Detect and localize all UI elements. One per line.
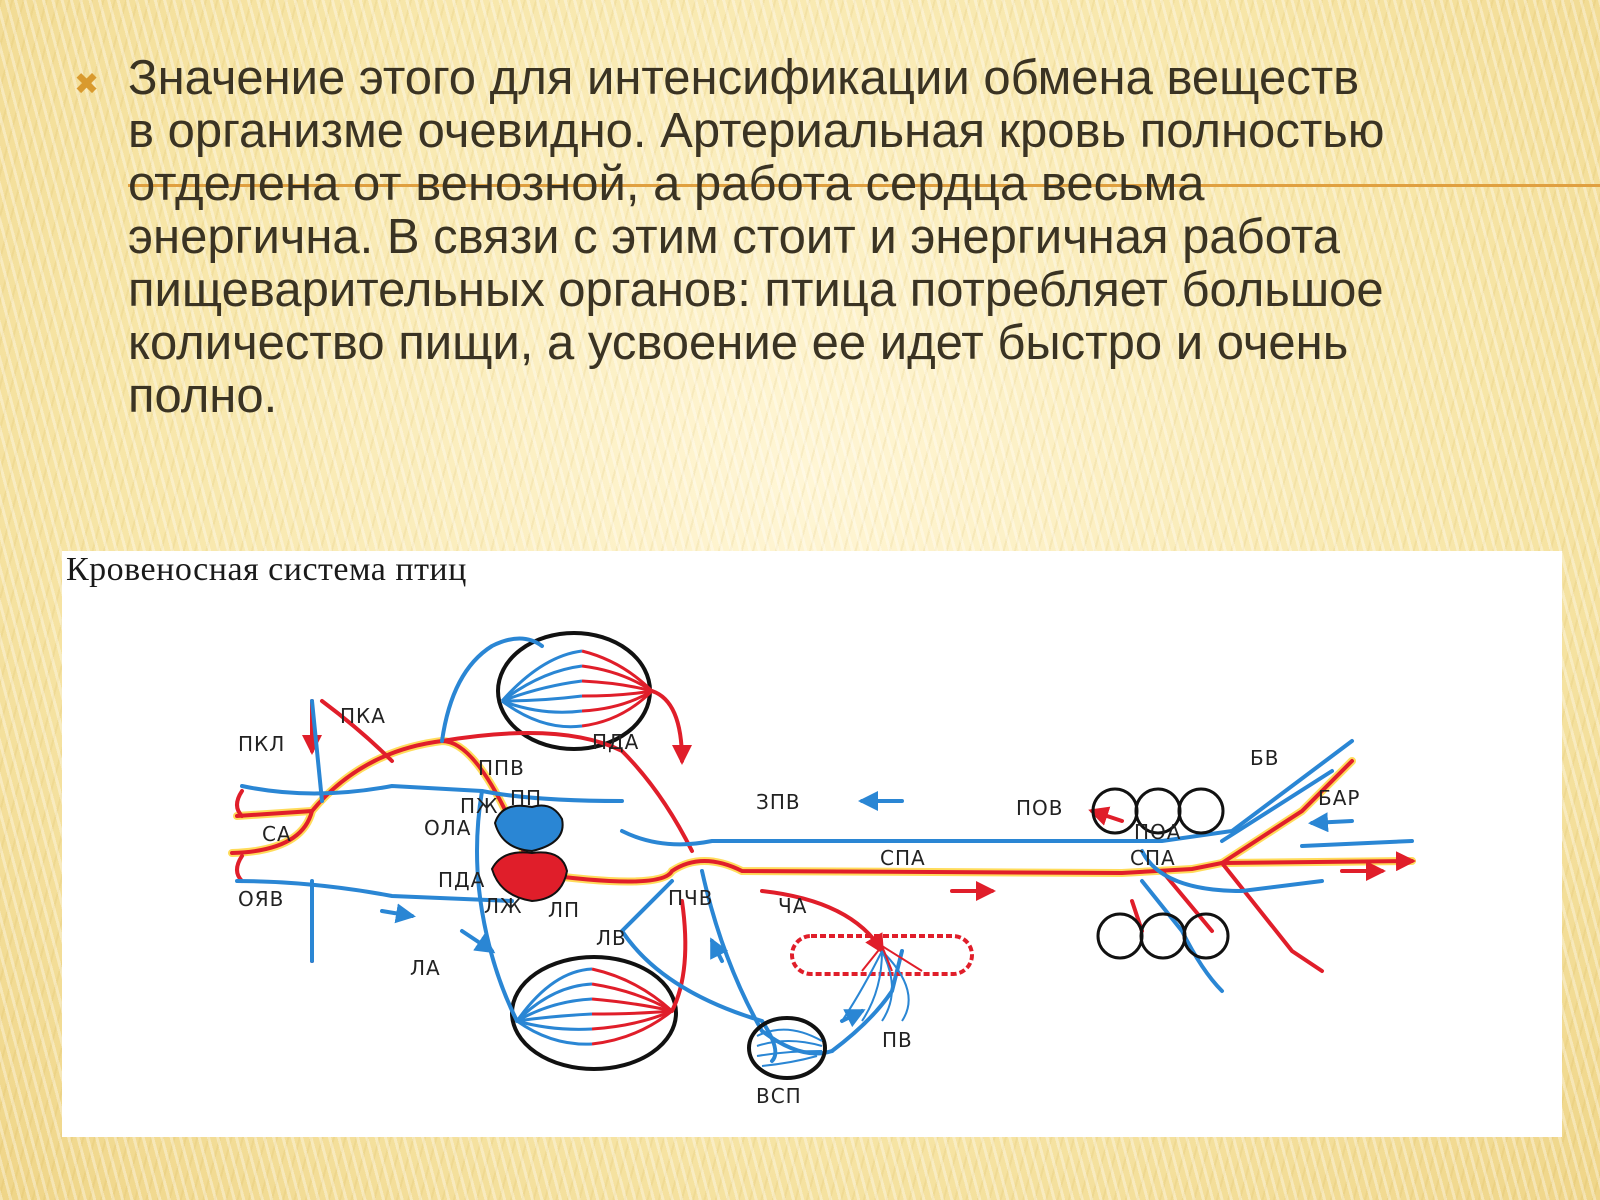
label-spa-right: СПА [1130, 846, 1176, 870]
label-pov: ПОВ [1016, 796, 1064, 820]
label-bv: БВ [1250, 746, 1279, 770]
label-la: ЛА [410, 956, 441, 980]
label-oyav: ОЯВ [238, 887, 284, 911]
label-ola: ОЛА [424, 816, 471, 840]
figure-caption: Кровеносная система птиц [66, 551, 467, 588]
label-pka: ПКА [340, 704, 386, 728]
slide-body-text: Значение этого для интенсификации обмена… [128, 51, 1385, 423]
label-pchv: ПЧВ [668, 886, 713, 910]
label-spa-mid: СПА [880, 846, 926, 870]
label-pv: ПВ [882, 1028, 913, 1052]
kidneys [1091, 787, 1230, 960]
label-bar: БАР [1318, 786, 1360, 810]
lower-lung [510, 955, 678, 1071]
bird-circulation-diagram: ПКЛ ПКА СА ОЯВ ППВ ПЖ ПП ОЛА ПДА ПДА ЛЖ … [228, 631, 1416, 1108]
label-poa: ПОА [1134, 820, 1181, 844]
label-lv: ЛВ [596, 926, 627, 950]
heart [490, 804, 569, 903]
cross-bullet-icon: ✖ [74, 67, 100, 102]
aorta-line [530, 859, 1224, 884]
label-pzh: ПЖ [460, 794, 499, 818]
intestine-tube [790, 934, 974, 1022]
upper-lung [496, 631, 654, 751]
label-pp: ПП [510, 786, 542, 810]
label-pda-left: ПДА [438, 868, 485, 892]
circulatory-system-figure: Кровеносная система птиц [62, 551, 1562, 1137]
label-ca: СА [262, 822, 292, 846]
label-pda-top: ПДА [592, 730, 639, 754]
label-vsp: ВСП [756, 1084, 802, 1108]
accent-divider-line [128, 184, 1600, 187]
label-pkl: ПКЛ [238, 732, 285, 756]
label-cha: ЧА [778, 894, 807, 918]
label-lp: ЛП [548, 898, 580, 922]
liver-shape [747, 1016, 827, 1080]
label-zpv: ЗПВ [756, 790, 801, 814]
label-lzh: ЛЖ [484, 894, 523, 918]
label-ppv: ППВ [478, 756, 525, 780]
